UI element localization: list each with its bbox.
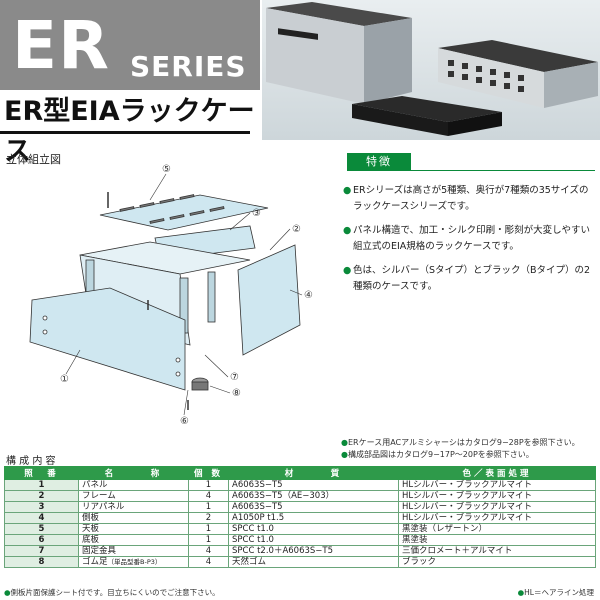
header-material: 材 質 <box>228 466 399 480</box>
feature-item: ●色は、シルバー（Sタイプ）とブラック（Bタイプ）の2種類のケースです。 <box>343 265 591 292</box>
note-item: ●構成部品図はカタログ9−17P〜20Pを参照下さい。 <box>341 450 534 459</box>
footnote-right: ●HL＝ヘアライン処理 <box>517 588 594 597</box>
brand-logo: ER <box>12 7 110 84</box>
header-finish: 色／表面処理 <box>398 466 596 480</box>
features-divider <box>347 170 595 171</box>
series-banner: ER SERIES <box>0 0 260 90</box>
header-name: 名 称 <box>78 466 189 480</box>
callout-8: ⑧ <box>232 388 241 399</box>
features-list: ●ERシリーズは高さが5種類、奥行が7種類の35サイズのラックケースシリーズです… <box>343 183 595 303</box>
callout-3: ③ <box>252 208 261 219</box>
product-photo <box>262 0 600 140</box>
bullet-icon: ● <box>343 185 352 196</box>
callout-7: ⑦ <box>230 372 239 383</box>
diagram-title: 立体組立図 <box>6 153 61 166</box>
header-qty: 個 数 <box>188 466 229 480</box>
feature-item: ●ERシリーズは高さが5種類、奥行が7種類の35サイズのラックケースシリーズです… <box>343 185 589 212</box>
callout-1: ① <box>60 374 69 385</box>
table-header-row: 照 番 名 称 個 数 材 質 色／表面処理 <box>4 466 596 480</box>
exploded-assembly-diagram: ⑤ ③ ② ④ ⑦ ⑧ ① ⑥ <box>29 164 313 427</box>
callout-5: ⑤ <box>162 164 171 175</box>
footnote-left: ●側板片面保護シート付です。目立ちにくいのでご注意下さい。 <box>4 588 220 597</box>
bullet-icon: ● <box>343 265 352 276</box>
bullet-icon: ● <box>343 225 352 236</box>
features-label: 特徴 <box>347 153 411 171</box>
callout-2: ② <box>292 224 301 235</box>
callout-6: ⑥ <box>180 416 189 427</box>
table-title: 構 成 内 容 <box>6 456 56 467</box>
feature-item: ●パネル構造で、加工・シルク印刷・彫刻が大変しやすい組立式のEIA規格のラックケ… <box>343 225 591 252</box>
note-item: ●ERケース用ACアルミシャーシはカタログ9−28Pを参照下さい。 <box>341 438 580 447</box>
page-title: ER型EIAラックケース <box>4 96 255 167</box>
header-no: 照 番 <box>4 466 79 480</box>
title-underline <box>0 131 250 134</box>
series-label: SERIES <box>130 50 247 83</box>
catalog-notes: ●ERケース用ACアルミシャーシはカタログ9−28Pを参照下さい。 ●構成部品図… <box>341 437 580 461</box>
callout-4: ④ <box>304 290 313 301</box>
